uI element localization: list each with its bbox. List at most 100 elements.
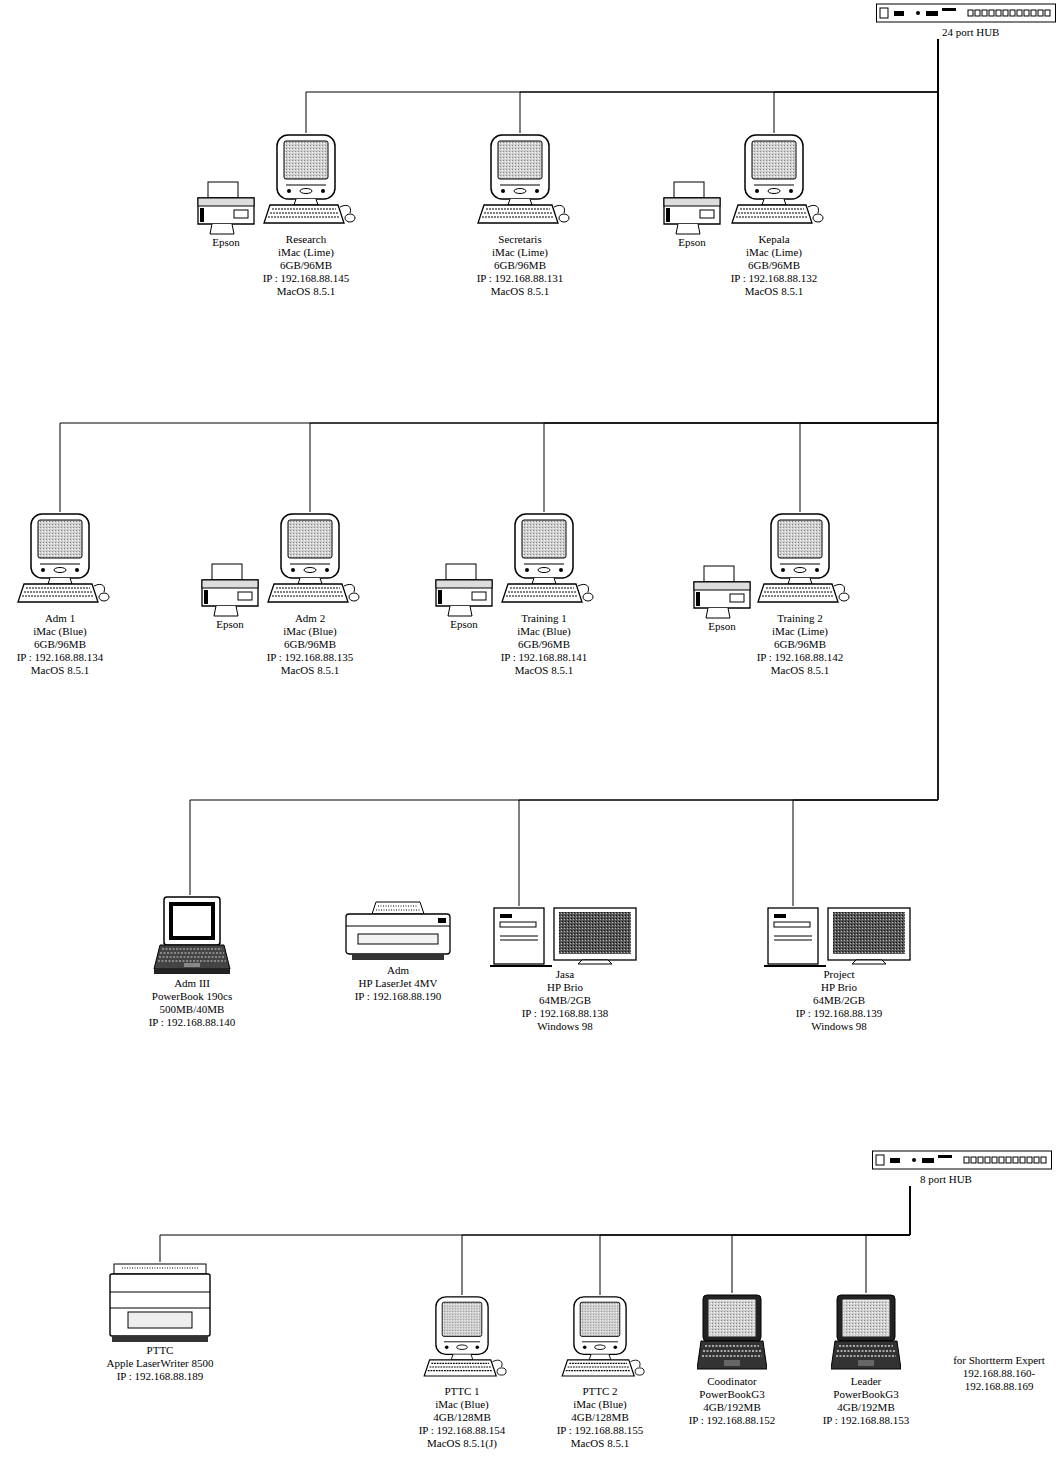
icon-part [500, 185, 540, 186]
icon-part [774, 922, 810, 927]
icon-part [502, 584, 582, 602]
device-label: IP : 192.168.88.152 [687, 1414, 778, 1427]
icon-part [522, 520, 566, 558]
device-label: IP : 192.168.88.135 [258, 651, 362, 664]
icon-part [532, 578, 556, 584]
icon-part [704, 566, 734, 582]
device-text-block: 24 port HUB [876, 26, 1060, 39]
device-node: PTTC 2iMac (Blue)4GB/128MBIP : 192.168.8… [552, 1295, 648, 1450]
note-text: 192.168.88.169 [938, 1380, 1060, 1393]
device-label: IP : 192.168.88.189 [104, 1370, 216, 1383]
device-label: 6GB/96MB [722, 259, 826, 272]
icon-part [774, 936, 812, 940]
icon-part [583, 593, 593, 601]
icon-part [839, 593, 849, 601]
device-label: 4GB/128MB [552, 1411, 648, 1424]
icon-part [788, 578, 812, 584]
icon-part [346, 926, 450, 927]
icon-part [635, 1368, 644, 1375]
device-label: PTTC 2 [552, 1385, 648, 1398]
imac-icon [494, 512, 594, 612]
icon-part [559, 912, 631, 954]
device-label: IP : 192.168.88.139 [762, 1007, 916, 1020]
laser-printer-icon [108, 1262, 212, 1344]
icon-part [582, 1341, 618, 1342]
icon-part [789, 189, 793, 193]
icon-part [755, 189, 759, 193]
device-label: PowerBookG3 [687, 1388, 778, 1401]
icon-part [234, 210, 248, 218]
device-label: iMac (Lime) [468, 246, 572, 259]
note-text: 192.168.88.160- [938, 1367, 1060, 1380]
icon-part [559, 568, 563, 572]
icon-part [1020, 1157, 1025, 1163]
icon-part [291, 568, 295, 572]
icon-part [813, 214, 823, 222]
device-label: IP : 192.168.88.153 [821, 1414, 912, 1427]
device-label: Kepala [722, 233, 826, 246]
icon-part [304, 568, 316, 573]
icon-part [122, 1268, 198, 1269]
imac-icon [416, 1295, 508, 1385]
device-node: Epson [430, 562, 498, 631]
device-label: PTTC [104, 1344, 216, 1357]
icon-part [99, 593, 109, 601]
hub-label: 24 port HUB [942, 26, 1060, 39]
printer-icon [194, 180, 258, 236]
icon-part [448, 606, 472, 616]
device-label: IP : 192.168.88.154 [414, 1424, 510, 1437]
icon-part [578, 960, 612, 964]
hub-node: 24 port HUB [876, 3, 1060, 39]
note-block: for Shortterm Expert192.168.88.160-192.1… [938, 1354, 1060, 1393]
icon-part [706, 608, 730, 618]
icon-part [500, 914, 512, 918]
icon-part [843, 1300, 889, 1336]
device-label: MacOS 8.5.1 [254, 285, 358, 298]
icon-part [894, 11, 904, 16]
icon-part [758, 584, 838, 602]
device-label: 6GB/96MB [8, 638, 112, 651]
icon-part [700, 210, 714, 218]
icon-part [110, 1292, 210, 1308]
icon-part [198, 198, 254, 224]
icon-part [372, 902, 424, 914]
powerbook-icon [697, 1293, 767, 1375]
device-label: iMac (Blue) [414, 1398, 510, 1411]
icon-part [762, 199, 786, 205]
device-text-block: SecretarisiMac (Lime)6GB/96MBIP : 192.16… [468, 233, 572, 298]
icon-part [1024, 10, 1029, 16]
icon-part [212, 564, 242, 580]
icon-part [208, 182, 238, 198]
device-node: Epson [192, 180, 260, 249]
device-label: Project [762, 968, 916, 981]
icon-part [340, 205, 351, 213]
icon-part [294, 199, 318, 205]
icon-part [768, 189, 780, 194]
device-text-block: Epson [196, 618, 264, 631]
icon-part [574, 1297, 626, 1355]
icon-part [858, 1360, 874, 1366]
icon-part [110, 1274, 210, 1336]
icon-part [873, 1151, 1052, 1169]
icon-part [535, 189, 539, 193]
hub-label: 8 port HUB [920, 1173, 1056, 1186]
imac-icon [10, 512, 110, 612]
icon-part [1003, 10, 1008, 16]
icon-part [696, 592, 700, 606]
device-label: Epson [658, 236, 726, 249]
device-node: CoodinatorPowerBookG34GB/192MBIP : 192.1… [687, 1293, 778, 1427]
icon-part [154, 969, 230, 974]
icon-part [877, 4, 1056, 22]
icon-part [926, 11, 938, 16]
icon-part [583, 1345, 587, 1349]
device-label: 6GB/96MB [258, 638, 362, 651]
icon-part [497, 1368, 506, 1375]
device-text-block: JasaHP Brio64MB/2GBIP : 192.168.88.138Wi… [488, 968, 642, 1033]
device-text-block: PTTCApple LaserWriter 8500IP : 192.168.8… [104, 1344, 216, 1383]
icon-part [268, 209, 340, 217]
desktop-icon [490, 906, 640, 968]
icon-part [754, 185, 794, 186]
device-node: Training 2iMac (Lime)6GB/96MBIP : 192.16… [748, 512, 852, 677]
device-label: HP Brio [488, 981, 642, 994]
icon-part [762, 588, 834, 596]
